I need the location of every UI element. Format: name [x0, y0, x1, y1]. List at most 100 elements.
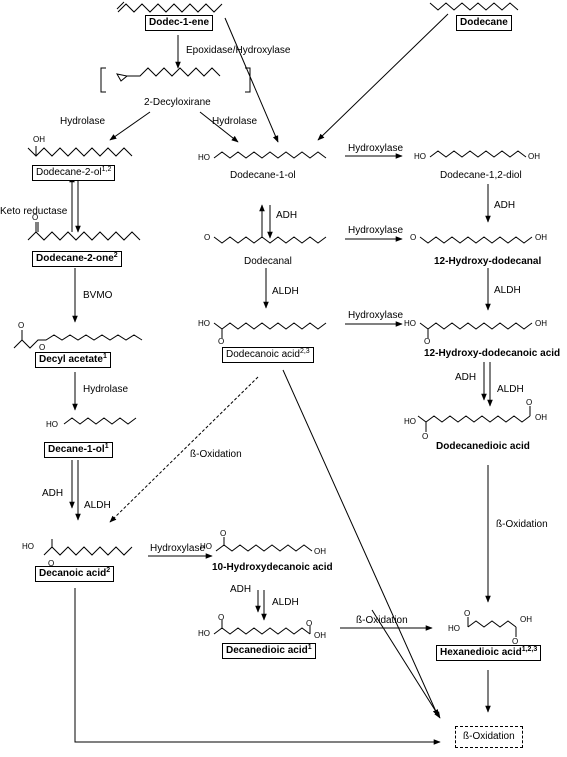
atom-ho-hydroxydecanoic: HO — [200, 542, 212, 551]
dodecanoicacid-structure — [213, 322, 327, 330]
enzyme-adh-4: ADH — [42, 488, 64, 499]
compound-decyloxirane: 2-Decyloxirane — [144, 97, 211, 108]
compound-hydroxydodecanoic: 12-Hydroxy-dodecanoic acid — [424, 348, 561, 359]
compound-dodecanedioic: Dodecanedioic acid — [436, 441, 530, 452]
hydroxydecanoic-structure — [215, 544, 313, 552]
decanoicacid-structure — [43, 546, 133, 556]
atom-ho-decanedioic: HO — [198, 629, 210, 638]
enzyme-keto-reductase: Keto reductase — [0, 206, 68, 217]
enzyme-bvmo: BVMO — [83, 290, 113, 301]
dodecan2ol-structure — [27, 147, 133, 157]
atom-o-acetate-ester: O — [39, 343, 46, 352]
compound-dodecan2one: Dodecane-2-one2 — [32, 251, 122, 267]
arrow-decanoic-to-betaox — [74, 588, 441, 745]
atom-oh-hydroxydodecanoic: OH — [535, 319, 547, 328]
dodecanedioic-structure — [417, 415, 531, 423]
arrow-hydrolase-left — [109, 111, 151, 141]
atom-ho-dodecanedioic: HO — [404, 417, 416, 426]
atom-oh-dodecan2ol: OH — [33, 135, 45, 144]
enzyme-betaox-1: ß-Oxidation — [190, 449, 242, 460]
hydroxydodecanoic-structure — [419, 322, 533, 330]
oxirane-structure — [127, 67, 221, 77]
atom-o-decanoic: O — [48, 559, 55, 568]
atom-o-hydroxydodecanal: O — [410, 233, 417, 242]
compound-dodecane: Dodecane — [456, 15, 512, 31]
decylacetate-structure — [13, 334, 143, 349]
enzyme-hydrolase-left: Hydrolase — [60, 116, 106, 127]
arrow-dodecane-to-dodecanol — [317, 13, 449, 141]
dodecan1ol-structure — [213, 151, 327, 159]
atom-oh-decanedioic: OH — [314, 631, 326, 640]
diol-structure — [429, 150, 527, 158]
enzyme-adh-2: ADH — [494, 200, 516, 211]
enzyme-aldh-5: ALDH — [272, 597, 299, 608]
atom-o-dodecanedioic-right: O — [526, 398, 533, 407]
arrow-hydrolase-right — [199, 111, 239, 143]
dodecan2one-structure — [27, 231, 141, 241]
enzyme-hydrolase-right: Hydrolase — [212, 116, 258, 127]
compound-dodecene: Dodec-1-ene — [145, 15, 214, 31]
atom-o-decanedioic-right: O — [306, 619, 313, 628]
enzyme-betaox-2: ß-Oxidation — [496, 519, 548, 530]
arrow-decanedioic-to-betaox — [371, 609, 441, 719]
enzyme-adh-5: ADH — [230, 584, 252, 595]
enzyme-hydroxylase-4: Hydroxylase — [150, 543, 206, 554]
compound-hydroxydecanoic: 10-Hydroxydecanoic acid — [212, 562, 333, 573]
atom-ho-hydroxydodecanoic: HO — [404, 319, 416, 328]
compound-decanedioic: Decanedioic acid1 — [222, 643, 316, 659]
compound-dodecanoicacid: Dodecanoic acid2,3 — [222, 347, 314, 363]
enzyme-hydroxylase-3: Hydroxylase — [348, 310, 404, 321]
atom-oh-diol: OH — [528, 152, 540, 161]
atom-oh-dodecanedioic: OH — [535, 413, 547, 422]
atom-o-hexanedioic-left: O — [464, 609, 471, 618]
enzyme-hydroxylase-2: Hydroxylase — [348, 225, 404, 236]
hexanedioic-structure — [467, 620, 517, 628]
atom-ho-decanol: HO — [46, 420, 58, 429]
atom-o-dodecan2one: O — [32, 213, 39, 222]
enzyme-aldh-1: ALDH — [272, 286, 299, 297]
atom-ho-dodecan1ol: HO — [198, 153, 210, 162]
atom-ho-dodecanoic: HO — [198, 319, 210, 328]
enzyme-aldh-2: ALDH — [494, 285, 521, 296]
atom-oh-hydroxydodecanal: OH — [535, 233, 547, 242]
compound-decan1ol: Decane-1-ol1 — [44, 442, 113, 458]
compound-dodecane12diol: Dodecane-1,2-diol — [440, 170, 522, 181]
decanedioic-structure — [213, 627, 311, 635]
enzyme-aldh-4: ALDH — [84, 500, 111, 511]
compound-decylacetate: Decyl acetate1 — [35, 352, 111, 368]
compound-hydroxydodecanal: 12-Hydroxy-dodecanal — [434, 256, 542, 267]
atom-ho-hexanedioic: HO — [448, 624, 460, 633]
enzyme-aldh-3: ALDH — [497, 384, 524, 395]
dodecane-structure — [429, 2, 519, 11]
compound-dodecan1ol: Dodecane-1-ol — [230, 170, 296, 181]
arrow-betaox-dashed — [109, 376, 259, 523]
compound-decanoicacid: Decanoic acid2 — [35, 566, 115, 582]
decan1ol-structure — [63, 417, 137, 425]
atom-o-dodecanal: O — [204, 233, 211, 242]
atom-o-dodecanoic: O — [218, 337, 225, 346]
dodecanal-structure — [213, 236, 327, 244]
atom-o-hydroxydodecanoic: O — [424, 337, 431, 346]
arrow-dodecene-to-dodecanol — [224, 17, 279, 143]
atom-o-dodecanedioic-left: O — [422, 432, 429, 441]
arrow-dodecanoic-to-betaox — [282, 369, 439, 717]
enzyme-betaox-3: ß-Oxidation — [356, 615, 408, 626]
compound-betaox-final: ß-Oxidation — [455, 726, 523, 748]
compound-dodecan2ol: Dodecane-2-ol1,2 — [32, 165, 116, 181]
atom-ho-decanoic: HO — [22, 542, 34, 551]
enzyme-adh-3: ADH — [455, 372, 477, 383]
compound-hexanedioic: Hexanedioic acid1,2,3 — [436, 645, 542, 661]
enzyme-adh-1: ADH — [276, 210, 298, 221]
atom-o-decanedioic-left: O — [218, 613, 225, 622]
atom-o-acetate-carbonyl: O — [18, 321, 25, 330]
atom-o-hexanedioic-right: O — [512, 637, 519, 646]
atom-oh-hexanedioic: OH — [520, 615, 532, 624]
compound-dodecanal: Dodecanal — [244, 256, 292, 267]
atom-ho-diol: HO — [414, 152, 426, 161]
atom-oh-hydroxydecanoic: OH — [314, 547, 326, 556]
atom-o-hydroxydecanoic: O — [220, 529, 227, 538]
hydroxydodecanal-structure — [419, 236, 533, 244]
dodecene-structure — [117, 3, 223, 13]
